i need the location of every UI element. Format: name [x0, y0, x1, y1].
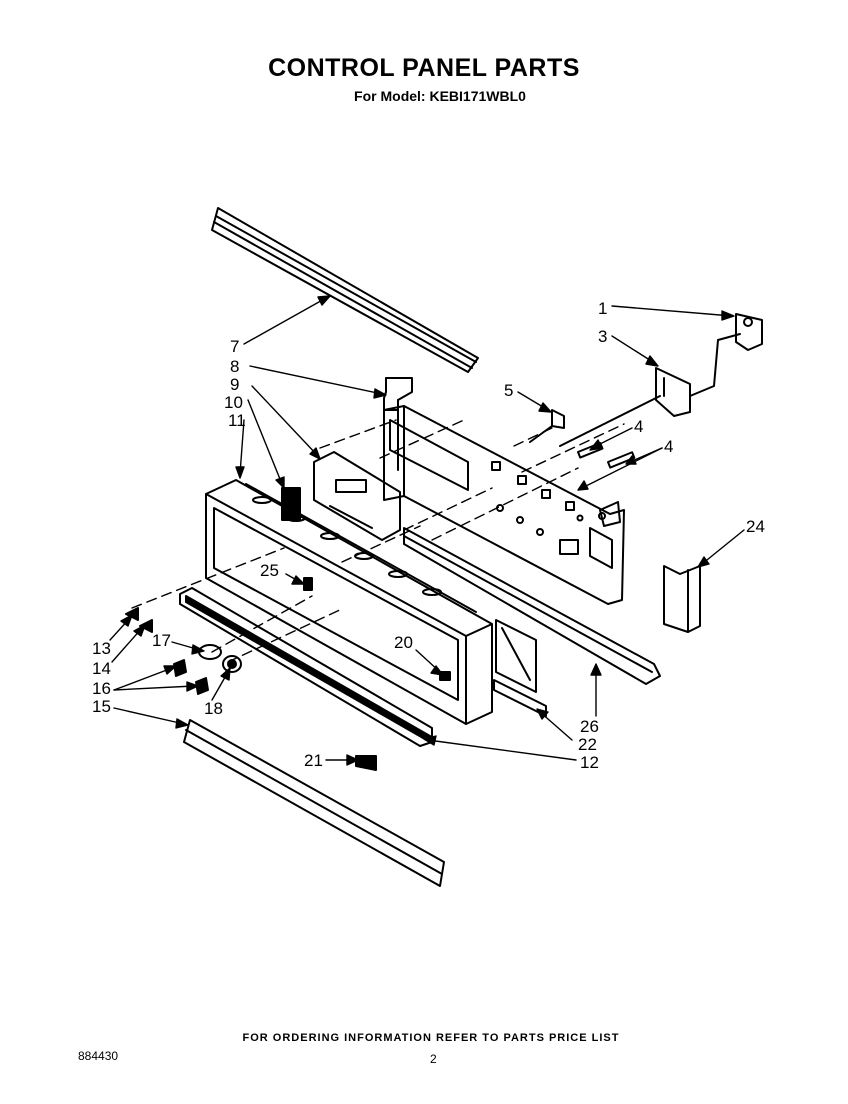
- part-side-bracket: [663, 565, 701, 633]
- callout-label: 16: [92, 679, 111, 698]
- callout-label: 22: [578, 735, 597, 754]
- part-display-board: [313, 451, 401, 541]
- callout-label: 8: [230, 357, 239, 376]
- part-control-panel-housing: [205, 479, 537, 725]
- part-side-rail: [403, 527, 661, 685]
- callout-label: 9: [230, 375, 239, 394]
- callout-leader-lines: [109, 295, 745, 766]
- part-relay: [559, 333, 741, 447]
- part-vent-grille: [179, 587, 433, 747]
- ordering-note: FOR ORDERING INFORMATION REFER TO PARTS …: [242, 1032, 620, 1044]
- callout-label: 1: [598, 299, 607, 318]
- callout-label: 25: [260, 561, 279, 580]
- part-top-trim-strip: [211, 207, 479, 373]
- callout-label: 7: [230, 337, 239, 356]
- page-number: 2: [430, 1052, 437, 1066]
- callout-label: 24: [746, 517, 765, 536]
- part-control-plate: [383, 405, 625, 605]
- part-switch: [735, 313, 763, 351]
- callout-label: 3: [598, 327, 607, 346]
- callout-label: 13: [92, 639, 111, 658]
- assembly-guide-lines: [131, 419, 625, 663]
- callout-label: 5: [504, 381, 513, 400]
- callout-label: 17: [152, 631, 171, 650]
- callout-label: 14: [92, 659, 111, 678]
- part-knob: [173, 644, 242, 695]
- part-connector-clip: [529, 409, 565, 443]
- part-bottom-trim-strip: [183, 719, 445, 887]
- callout-label: 10: [224, 393, 243, 412]
- callout-label: 20: [394, 633, 413, 652]
- callout-label: 26: [580, 717, 599, 736]
- page-title: CONTROL PANEL PARTS: [268, 54, 580, 82]
- document-number: 884430: [78, 1049, 119, 1063]
- model-subtitle: For Model: KEBI171WBL0: [354, 88, 526, 104]
- callout-label: 4: [634, 417, 643, 436]
- callout-label: 4: [664, 437, 673, 456]
- callout-label: 18: [204, 699, 223, 718]
- part-small-hardware: [303, 577, 451, 771]
- part-lower-rail: [493, 679, 547, 717]
- callout-labels: 1 3 4 4 5 7 8 9 10 11 24 25 13 14 17 16 …: [92, 299, 765, 772]
- callout-label: 21: [304, 751, 323, 770]
- callout-label: 12: [580, 753, 599, 772]
- callout-label: 11: [228, 411, 246, 430]
- callout-label: 15: [92, 697, 111, 716]
